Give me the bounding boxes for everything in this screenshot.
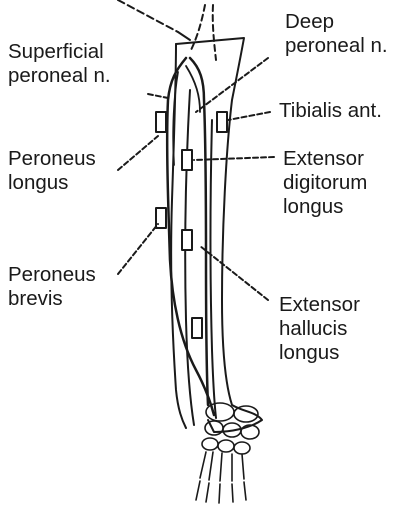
- electrode-extensor-digitorum-longus: [182, 150, 192, 170]
- label-peroneus-longus: Peroneus longus: [8, 147, 96, 195]
- label-deep-peroneal: Deep peroneal n.: [285, 10, 388, 58]
- top-pointer-line-b: [178, 32, 190, 40]
- top-pointer-line: [118, 0, 178, 32]
- label-tibialis-anterior: Tibialis ant.: [279, 99, 382, 123]
- leader-peroneus-longus: [118, 136, 158, 170]
- nerve-trunk-dashed-b: [213, 5, 216, 60]
- superficial-peroneal-nerve-branch: [173, 72, 178, 165]
- electrode-tibialis-anterior: [217, 112, 227, 132]
- phalanges-1: [196, 481, 200, 500]
- fibula-inner-edge: [185, 90, 194, 425]
- electrode-peroneus-brevis: [156, 208, 166, 228]
- metatarsal-1: [200, 452, 206, 478]
- leader-peroneus-brevis: [118, 224, 158, 274]
- leader-superficial-peroneal: [148, 94, 168, 98]
- label-superficial-peroneal: Superficial peroneal n.: [8, 40, 111, 88]
- tibia-inner-edge: [211, 120, 217, 418]
- foot-bones: [196, 403, 259, 503]
- deep-peroneal-nerve-branch: [186, 66, 200, 112]
- label-extensor-hallucis-longus: Extensor hallucis longus: [279, 293, 360, 365]
- talus-bone: [206, 403, 234, 421]
- leader-tibialis-anterior: [228, 112, 270, 120]
- electrode-extensor-digitorum-longus-2: [182, 230, 192, 250]
- electrode-extensor-hallucis-longus: [192, 318, 202, 338]
- nerve-trunk-dashed-a: [190, 5, 205, 52]
- label-peroneus-brevis: Peroneus brevis: [8, 263, 96, 311]
- label-extensor-digitorum-longus: Extensor digitorum longus: [283, 147, 367, 219]
- electrode-peroneus-longus: [156, 112, 166, 132]
